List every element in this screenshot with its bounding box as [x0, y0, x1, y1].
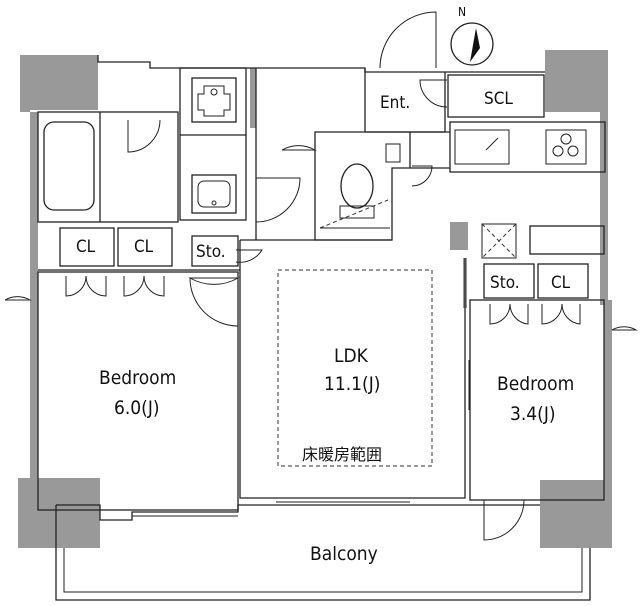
washbasin-icon — [191, 174, 237, 214]
closet-label-1: CL — [76, 237, 96, 257]
structural-walls — [18, 50, 612, 548]
north-arrow-icon: N — [450, 5, 494, 66]
bedroom1-size: 6.0(J) — [114, 397, 160, 419]
stove-icon — [545, 129, 587, 165]
scl-label: SCL — [484, 89, 513, 109]
ldk-name: LDK — [334, 345, 369, 367]
closet-label-2: CL — [134, 237, 154, 257]
refrigerator-space — [481, 223, 517, 259]
sink-icon — [454, 129, 510, 165]
balcony-label: Balcony — [310, 543, 378, 565]
north-label: N — [458, 5, 466, 19]
entrance-label: Ent. — [380, 93, 410, 113]
closet-label-right: CL — [551, 273, 571, 293]
floor-heating-area — [277, 269, 433, 467]
bedroom1-name: Bedroom — [99, 367, 176, 389]
storage-label-right: Sto. — [490, 273, 520, 293]
ldk-size: 11.1(J) — [324, 373, 380, 395]
toilet-icon — [319, 143, 401, 229]
wall-lines — [37, 55, 606, 601]
bathtub-icon — [43, 121, 95, 211]
bedroom2-size: 3.4(J) — [510, 403, 556, 425]
bedroom2-name: Bedroom — [497, 373, 574, 395]
washer-icon — [191, 77, 237, 123]
heating-label: 床暖房範囲 — [302, 445, 382, 464]
storage-label-left: Sto. — [196, 242, 226, 262]
doors — [4, 11, 638, 541]
